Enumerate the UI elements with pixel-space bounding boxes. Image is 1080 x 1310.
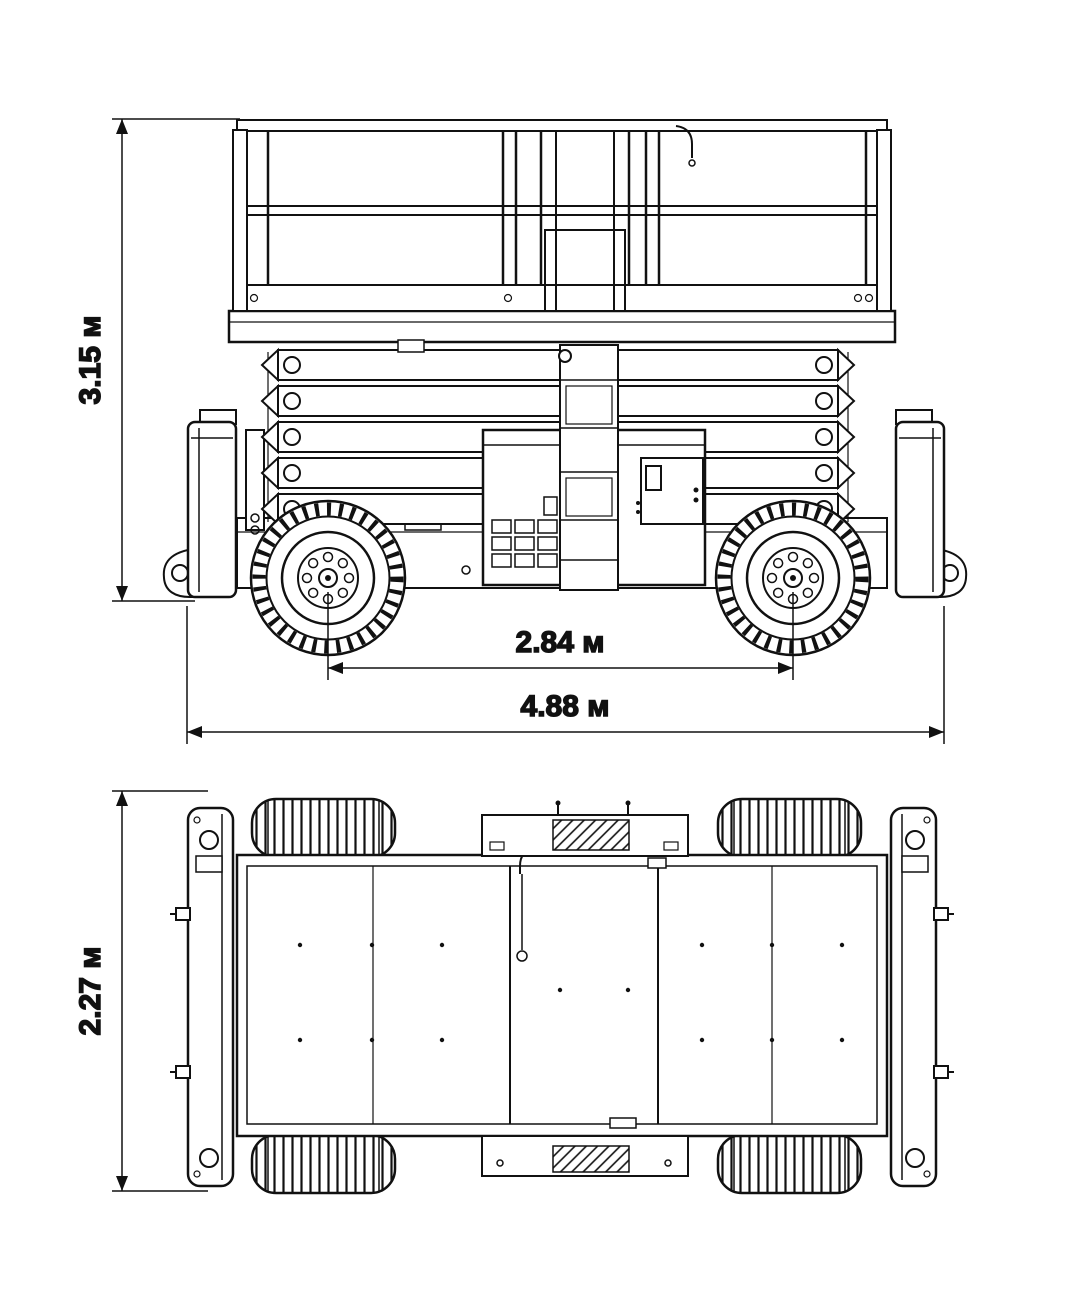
- tire-front-right: [716, 797, 863, 859]
- height-dimension-label: 3.15 м: [74, 316, 107, 405]
- mast-column: [543, 344, 640, 591]
- tire-rear-right: [716, 1133, 863, 1195]
- width-dimension-label: 2.27 м: [74, 947, 107, 1036]
- side-view: 3.15 м 2.84 м 4.88 м: [73, 118, 968, 744]
- platform-guardrails: [232, 119, 892, 312]
- door-handle: [645, 465, 662, 491]
- dimension-wheelbase: 2.84 м: [327, 592, 794, 680]
- access-door: [640, 457, 704, 525]
- side-pod-right: [889, 806, 938, 1188]
- side-bolts: [170, 907, 954, 1079]
- right-outrigger-pod: [894, 408, 946, 599]
- chassis-plan: [235, 847, 889, 1138]
- tire-rear-left: [250, 1133, 397, 1195]
- side-pod-left: [186, 806, 235, 1188]
- rear-step-module: [481, 1135, 689, 1177]
- dimension-overall-height: 3.15 м: [73, 118, 240, 602]
- deck-rivets: [297, 942, 845, 1043]
- front-step-module: [481, 800, 689, 857]
- vent-grid: [491, 519, 558, 568]
- top-view: 2.27 м: [73, 790, 954, 1195]
- entry-gate: [544, 125, 696, 312]
- dimension-overall-length: 4.88 м: [186, 606, 945, 744]
- left-outrigger-pod: [186, 408, 238, 599]
- length-dimension-label: 4.88 м: [521, 690, 610, 723]
- platform-deck: [227, 309, 897, 353]
- dimension-overall-width: 2.27 м: [73, 790, 208, 1192]
- tire-front-left: [250, 797, 397, 859]
- wheelbase-dimension-label: 2.84 м: [516, 626, 605, 659]
